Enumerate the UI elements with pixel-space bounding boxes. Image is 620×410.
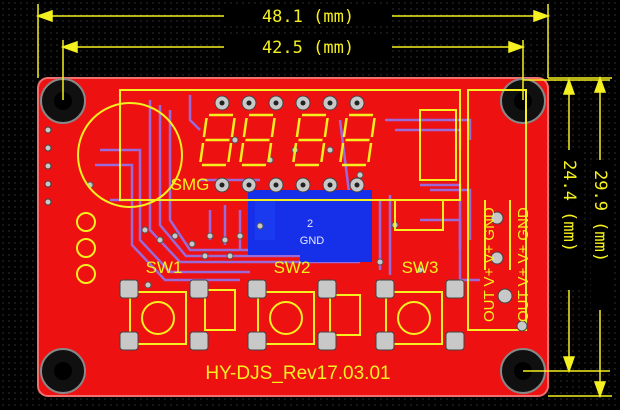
left-edge-pads: [44, 126, 52, 206]
pour-net-name: GND: [300, 235, 325, 247]
mounting-hole-bottom-left: [40, 348, 86, 394]
sw2-cap: [269, 301, 303, 335]
connector-pin-labels-1: OUT V+ V+ GND: [481, 207, 498, 322]
buzzer-outline: [77, 102, 183, 208]
dimension-labels: 48.1 (mm) 42.5 (mm) 24.4 (mm) 29.9 (mm): [224, 6, 611, 310]
sw1-body: [129, 291, 187, 345]
cap-c2-outline: [329, 294, 361, 336]
sw3-body: [385, 291, 443, 345]
digit-3: [292, 113, 329, 167]
digit-1: [199, 113, 236, 167]
cap-c1-outline: [204, 289, 236, 331]
dim-overall-width: 48.1 (mm): [262, 7, 354, 27]
sw1-cap: [141, 301, 175, 335]
button-label-sw1: SW1: [146, 258, 183, 277]
board-revision-label: HY-DJS_Rev17.03.01: [205, 363, 390, 384]
digit-2: [239, 113, 276, 167]
button-label-sw3: SW3: [402, 258, 439, 277]
seven-segment-display: [199, 113, 376, 167]
button-label-sw2: SW2: [274, 258, 311, 277]
dim-overall-height: 29.9 (mm): [590, 170, 610, 262]
capacitor-outline: [394, 199, 444, 231]
vias: [86, 136, 424, 289]
dim-hole-spacing-x: 42.5 (mm): [262, 38, 354, 58]
ring-pads: [76, 212, 96, 284]
silkscreen-outlines: [77, 89, 527, 345]
connector-pads: [490, 211, 528, 332]
digit-4: [339, 113, 376, 167]
sw3-cap: [397, 301, 431, 335]
connector-outline: [467, 89, 527, 331]
connector-pin-labels-2: OUT V+ V+ GND: [515, 207, 532, 322]
display-label: SMG: [171, 175, 210, 194]
display-outline: [119, 89, 461, 201]
sw2-body: [257, 291, 315, 345]
copper-pour: 2 GND: [248, 190, 372, 262]
pour-net-number: 2: [307, 218, 313, 230]
button-pads: [119, 279, 465, 351]
ic-outline: [419, 109, 457, 181]
dim-hole-spacing-y: 24.4 (mm): [559, 160, 579, 252]
